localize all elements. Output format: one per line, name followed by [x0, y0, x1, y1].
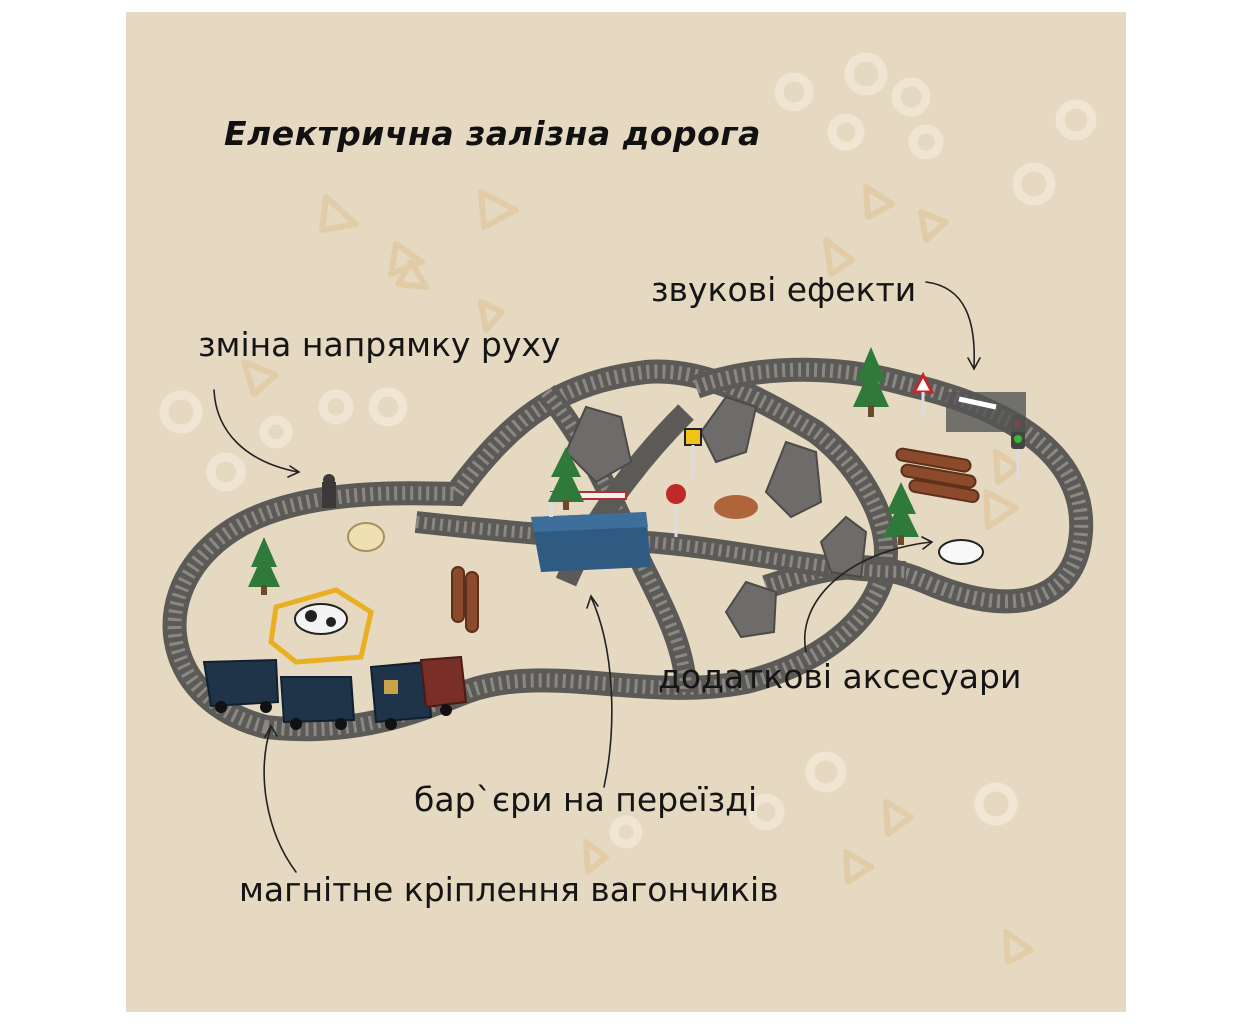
level-crossing [531, 491, 651, 572]
label-crossing-barriers: бар`єри на переїзді [414, 780, 758, 819]
logs [451, 447, 980, 633]
animals [347, 495, 984, 565]
arrow-direction [213, 389, 299, 473]
road-signs [666, 371, 1026, 537]
train [202, 655, 468, 730]
trees [248, 347, 919, 595]
mountains [564, 395, 868, 639]
callout-arrows [213, 281, 981, 873]
label-direction-change: зміна напрямку руху [198, 325, 561, 364]
arrow-sound [925, 281, 976, 368]
page-title: Електрична залізна дорога [224, 114, 761, 153]
label-extra-accessories: додаткові аксесуари [658, 657, 1022, 696]
background-decoration [159, 52, 1097, 965]
direction-switch [322, 474, 336, 508]
arrow-barriers [590, 596, 613, 788]
label-magnetic-coupling: магнітне кріплення вагончиків [239, 870, 779, 909]
arrow-accessories [803, 541, 932, 653]
animal-pen [268, 587, 374, 665]
arrow-coupling [263, 726, 297, 873]
railway-set-illustration [162, 347, 1094, 742]
label-sound-effects: звукові ефекти [651, 270, 917, 309]
product-card: Електрична залізна дорога зміна напрямку… [126, 12, 1126, 1012]
